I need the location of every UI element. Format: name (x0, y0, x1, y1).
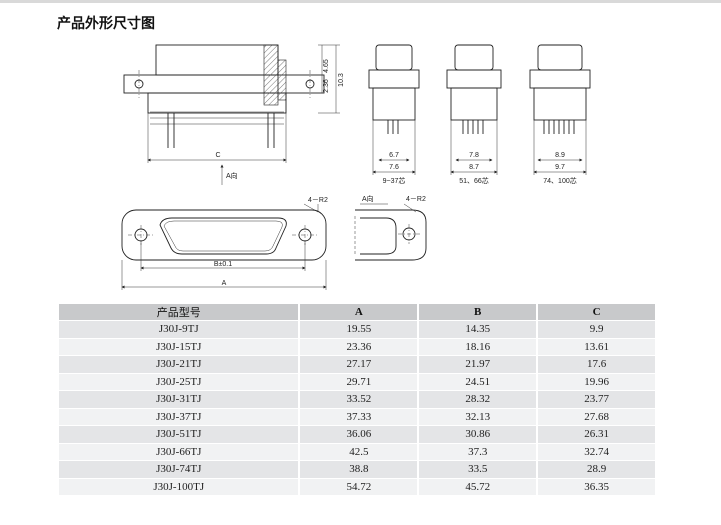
cell-b: 32.13 (419, 408, 537, 425)
cell-c: 26.31 (538, 426, 655, 443)
cell-b: 30.86 (419, 426, 537, 443)
cell-a: 37.33 (300, 408, 418, 425)
table-row: J30J-66TJ 42.5 37.3 32.74 (59, 443, 655, 460)
table-row: J30J-100TJ 54.72 45.72 36.35 (59, 478, 655, 495)
cell-model: J30J-25TJ (59, 373, 299, 390)
cell-model: J30J-31TJ (59, 391, 299, 408)
cell-b: 18.16 (419, 338, 537, 355)
cell-b: 24.51 (419, 373, 537, 390)
v3-caption: 74、100芯 (543, 176, 576, 185)
radius-front-label: 4－R2 (308, 197, 328, 204)
a-view-label: A向 (226, 171, 238, 180)
cell-c: 19.96 (538, 373, 655, 390)
cell-a: 29.71 (300, 373, 418, 390)
cell-model: J30J-9TJ (59, 321, 299, 338)
cell-b: 28.32 (419, 391, 537, 408)
cell-c: 36.35 (538, 478, 655, 495)
v3-w2-label: 9.7 (555, 164, 565, 171)
dim-b-label: B±0.1 (214, 261, 232, 268)
cell-c: 32.74 (538, 443, 655, 460)
side-view: C A向 4.65 2.36 10.3 (123, 44, 345, 185)
v2-w1-label: 7.8 (469, 152, 479, 159)
cell-b: 21.97 (419, 356, 537, 373)
v2-w2-label: 8.7 (469, 164, 479, 171)
cell-a: 19.55 (300, 321, 418, 338)
cell-a: 42.5 (300, 443, 418, 460)
header-c: C (538, 304, 655, 320)
cell-model: J30J-21TJ (59, 356, 299, 373)
cell-model: J30J-100TJ (59, 478, 299, 495)
radius-side-label: 4－R2 (406, 196, 426, 203)
cell-a: 54.72 (300, 478, 418, 495)
cell-b: 14.35 (419, 321, 537, 338)
table-row: J30J-51TJ 36.06 30.86 26.31 (59, 426, 655, 443)
cell-c: 23.77 (538, 391, 655, 408)
cell-model: J30J-51TJ (59, 426, 299, 443)
header-a: A (300, 304, 418, 320)
cell-b: 37.3 (419, 443, 537, 460)
dimension-table: 产品型号 A B C J30J-9TJ 19.55 14.35 9.9 J30J… (57, 303, 657, 496)
cell-c: 27.68 (538, 408, 655, 425)
dim-h2-label: 2.36 (323, 79, 330, 93)
cell-c: 13.61 (538, 338, 655, 355)
dim-h3-label: 10.3 (338, 73, 345, 87)
v1-w2-label: 7.6 (389, 164, 399, 171)
cell-model: J30J-66TJ (59, 443, 299, 460)
cell-a: 27.17 (300, 356, 418, 373)
table-row: J30J-9TJ 19.55 14.35 9.9 (59, 321, 655, 338)
front-view: 4－R2 B±0.1 A (121, 197, 328, 290)
v3-w1-label: 8.9 (555, 152, 565, 159)
top-divider (0, 0, 721, 3)
a-view2-label: A向 (362, 194, 374, 203)
dim-a-label: A (222, 280, 227, 287)
partial-a-view: A向 4－R2 (354, 194, 427, 261)
table-row: J30J-21TJ 27.17 21.97 17.6 (59, 356, 655, 373)
end-view-9-37: 6.7 7.6 9~37芯 (368, 44, 420, 185)
section-title: 产品外形尺寸图 (57, 16, 155, 32)
table-row: J30J-31TJ 33.52 28.32 23.77 (59, 391, 655, 408)
table-row: J30J-15TJ 23.36 18.16 13.61 (59, 338, 655, 355)
cell-a: 38.8 (300, 461, 418, 478)
cell-model: J30J-37TJ (59, 408, 299, 425)
cell-c: 17.6 (538, 356, 655, 373)
v1-w1-label: 6.7 (389, 152, 399, 159)
header-model: 产品型号 (59, 304, 299, 320)
v2-caption: 51、66芯 (459, 176, 489, 185)
cell-model: J30J-15TJ (59, 338, 299, 355)
cell-a: 36.06 (300, 426, 418, 443)
end-view-51-66: 7.8 8.7 51、66芯 (446, 44, 502, 185)
v1-caption: 9~37芯 (383, 176, 406, 185)
cell-b: 45.72 (419, 478, 537, 495)
cell-model: J30J-74TJ (59, 461, 299, 478)
cell-a: 23.36 (300, 338, 418, 355)
cell-c: 28.9 (538, 461, 655, 478)
dimension-drawing: C A向 4.65 2.36 10.3 6.7 7.6 9~37芯 (121, 44, 591, 290)
dim-c-label: C (215, 152, 220, 159)
table-header-row: 产品型号 A B C (59, 304, 655, 320)
dim-h1-label: 4.65 (323, 59, 330, 73)
header-b: B (419, 304, 537, 320)
table-row: J30J-25TJ 29.71 24.51 19.96 (59, 373, 655, 390)
cell-c: 9.9 (538, 321, 655, 338)
table-row: J30J-37TJ 37.33 32.13 27.68 (59, 408, 655, 425)
cell-a: 33.52 (300, 391, 418, 408)
cell-b: 33.5 (419, 461, 537, 478)
table-row: J30J-74TJ 38.8 33.5 28.9 (59, 461, 655, 478)
end-view-74-100: 8.9 9.7 74、100芯 (529, 44, 591, 185)
